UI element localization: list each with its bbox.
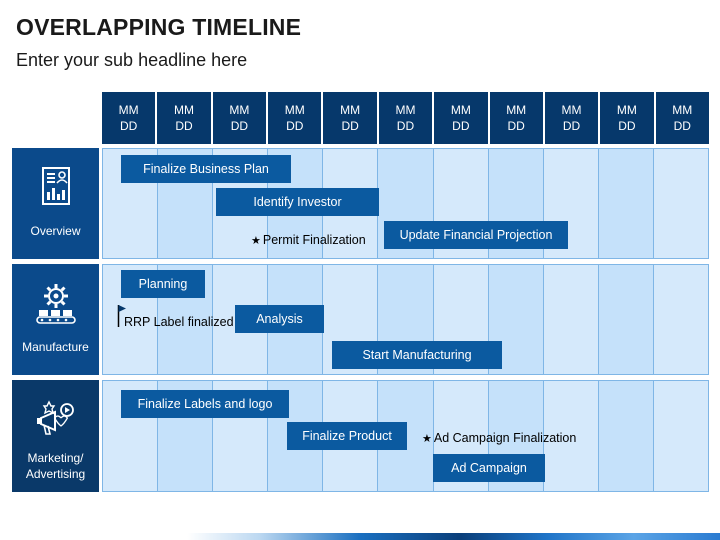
footer-gradient-strip [0, 533, 720, 540]
flag-icon [117, 305, 126, 327]
date-cell: MM DD [212, 92, 267, 144]
date-month: MM [506, 103, 527, 117]
grid-column [653, 265, 709, 374]
milestone: ★ Permit Finalization [251, 233, 366, 247]
page-title: OVERLAPPING TIMELINE [16, 14, 302, 40]
date-day: DD [507, 119, 525, 133]
date-cell: MM DD [655, 92, 709, 144]
date-month: MM [616, 103, 637, 117]
grid-column [543, 381, 598, 491]
row-label-text: Marketing/ Advertising [12, 450, 99, 482]
grid-column [598, 149, 653, 258]
milestone: RRP Label finalized [124, 315, 234, 329]
row-label-line: Advertising [25, 467, 86, 481]
milestone: ★ Ad Campaign Finalization [422, 431, 576, 445]
row-label-overview: Overview [12, 148, 99, 259]
milestone-label: RRP Label finalized [124, 315, 234, 329]
task-bar[interactable]: Planning [121, 270, 205, 298]
task-bar[interactable]: Ad Campaign [433, 454, 545, 482]
date-day: DD [562, 119, 581, 133]
date-month: MM [174, 103, 195, 117]
date-month: MM [561, 103, 582, 117]
date-day: DD [452, 119, 470, 133]
date-cell: MM DD [157, 92, 211, 144]
date-day: DD [175, 119, 193, 133]
page-subtitle: Enter your sub headline here [16, 50, 248, 70]
star-icon: ★ [251, 234, 261, 247]
grid-column [598, 381, 653, 491]
date-day: DD [673, 119, 691, 133]
date-day: DD [341, 119, 359, 133]
task-bar[interactable]: Finalize Labels and logo [121, 390, 289, 418]
row-label-line: Marketing/ [27, 451, 84, 465]
task-bar[interactable]: Analysis [235, 305, 324, 333]
date-month: MM [284, 103, 305, 117]
megaphone-social-icon [36, 400, 74, 435]
row-label-text: Overview [30, 224, 81, 238]
date-month: MM [450, 103, 471, 117]
date-month: MM [340, 103, 361, 117]
milestone-label: Permit Finalization [262, 233, 366, 247]
date-month: MM [672, 103, 693, 117]
task-bar[interactable]: Identify Investor [216, 188, 379, 216]
grid-column [653, 381, 709, 491]
date-day: DD [396, 119, 415, 133]
date-day: DD [120, 119, 138, 133]
date-cell: MM DD [544, 92, 599, 144]
grid-column [598, 265, 653, 374]
date-cell: MM DD [268, 92, 322, 144]
date-month: MM [229, 103, 250, 117]
milestone-label: Ad Campaign Finalization [433, 431, 577, 445]
row-label-text: Manufacture [22, 340, 89, 354]
task-bar[interactable]: Start Manufacturing [332, 341, 502, 369]
date-month: MM [118, 103, 139, 117]
date-month: MM [395, 103, 416, 117]
grid-column [653, 149, 709, 258]
task-bar[interactable]: Update Financial Projection [384, 221, 568, 249]
date-day: DD [230, 119, 249, 133]
grid-column [543, 265, 598, 374]
task-bar[interactable]: Finalize Business Plan [121, 155, 291, 183]
gear-conveyor-icon [35, 284, 76, 324]
star-icon: ★ [422, 432, 432, 445]
date-day: DD [618, 119, 636, 133]
report-document-icon [41, 167, 70, 205]
date-cell: MM DD [323, 92, 377, 144]
date-cell: MM DD [378, 92, 433, 144]
date-cell: MM DD [600, 92, 654, 144]
row-label-marketing: Marketing/ Advertising [12, 380, 99, 492]
date-day: DD [286, 119, 304, 133]
date-cell: MM DD [489, 92, 543, 144]
row-label-manufacture: Manufacture [12, 264, 99, 375]
date-cell: MM DD [102, 92, 156, 144]
task-bar[interactable]: Finalize Product [287, 422, 407, 450]
date-cell: MM DD [434, 92, 488, 144]
